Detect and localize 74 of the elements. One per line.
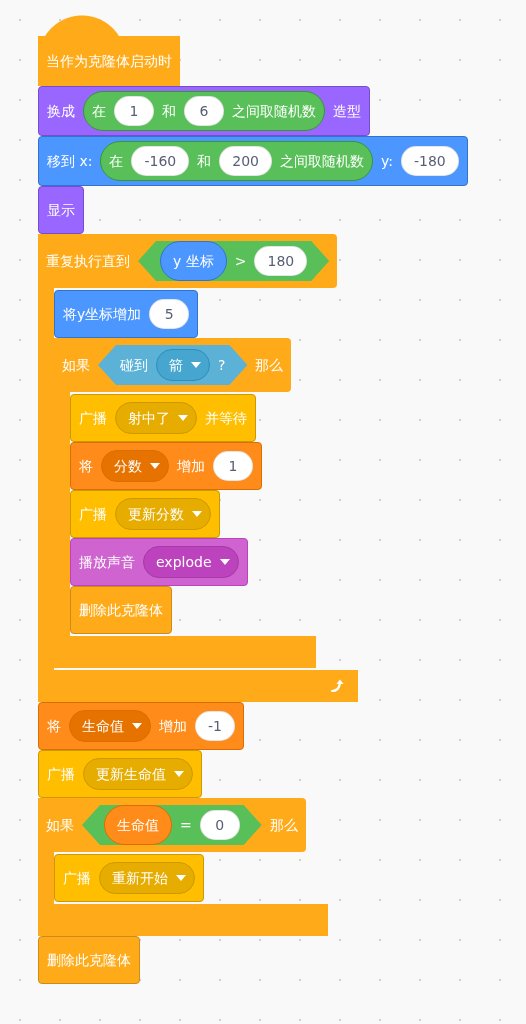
block-label: 换成 <box>47 101 75 121</box>
block-label: 造型 <box>333 101 361 121</box>
block-label: 移到 x: <box>47 151 93 171</box>
dropdown-menu: 更新分数 <box>115 498 211 530</box>
dropdown-menu: 重新开始 <box>99 862 195 894</box>
block-label: 如果 <box>62 355 90 375</box>
block-label: 删除此克隆体 <box>79 600 163 620</box>
if-block <box>38 798 328 936</box>
loop-block <box>38 234 358 702</box>
block-label: 将y坐标增加 <box>63 304 142 324</box>
block-label: 那么 <box>255 355 284 375</box>
command-block <box>54 854 204 902</box>
block-label: 播放声音 <box>79 552 135 572</box>
number-input: 200 <box>219 146 272 176</box>
block-label: 之间取随机数 <box>232 101 316 121</box>
block-label: = <box>180 815 192 835</box>
block-label: 如果 <box>46 815 74 835</box>
reporter-block <box>100 141 373 181</box>
hat-block <box>38 15 180 86</box>
block-label: 生命值 <box>117 815 159 835</box>
block-label: 在 <box>109 151 124 171</box>
block-label: 增加 <box>177 456 205 476</box>
block-label: 广播 <box>79 504 107 524</box>
number-input: 0 <box>199 810 240 840</box>
block-label: 在 <box>92 101 106 121</box>
block-label: y: <box>380 151 393 171</box>
number-input: -180 <box>400 146 459 176</box>
block-label: 显示 <box>47 200 75 220</box>
block-label: > <box>234 251 247 271</box>
reporter-block <box>83 91 325 131</box>
command-block <box>70 394 256 442</box>
dropdown-menu: 更新生命值 <box>83 758 193 790</box>
block-label: 将 <box>79 456 93 476</box>
block-label: 重复执行直到 <box>46 251 130 271</box>
block-label: y 坐标 <box>173 251 214 271</box>
number-input: 5 <box>149 299 190 329</box>
block-label: 当作为克隆体启动时 <box>46 51 172 71</box>
reporter-block <box>160 241 227 281</box>
command-block <box>70 538 248 586</box>
block-label: 碰到 <box>120 355 148 375</box>
block-label: 广播 <box>63 868 91 888</box>
block-label: 和 <box>197 151 212 171</box>
command-block <box>38 702 244 750</box>
block-label: 广播 <box>79 408 107 428</box>
number-input: 1 <box>213 451 253 481</box>
reporter-block <box>104 805 172 845</box>
block-label: 增加 <box>159 716 187 736</box>
dropdown-menu: 射中了 <box>115 402 197 434</box>
block-label: 和 <box>162 101 176 121</box>
command-block <box>70 586 172 634</box>
dropdown-menu: 分数 <box>101 450 169 482</box>
block-label: 将 <box>47 716 61 736</box>
block-label: 删除此克隆体 <box>47 950 131 970</box>
dropdown-menu: 箭 <box>156 349 210 381</box>
number-input: -160 <box>131 146 190 176</box>
command-block <box>38 86 370 136</box>
number-input: 6 <box>184 96 224 126</box>
dropdown-menu: 生命值 <box>69 710 151 742</box>
dropdown-menu: explode <box>143 546 239 578</box>
command-block <box>70 442 262 490</box>
number-input: 1 <box>114 96 154 126</box>
number-input: -1 <box>195 711 235 741</box>
block-label: 广播 <box>47 764 75 784</box>
command-block <box>54 290 199 338</box>
command-block <box>70 490 220 538</box>
block-label: ? <box>218 355 226 375</box>
block-label: 之间取随机数 <box>279 151 364 171</box>
command-block <box>38 136 468 186</box>
block-label: 并等待 <box>205 408 247 428</box>
block-label: 那么 <box>269 815 298 835</box>
command-block <box>38 936 140 984</box>
number-input: 180 <box>254 246 308 276</box>
command-block <box>38 750 202 798</box>
command-block <box>38 186 84 234</box>
